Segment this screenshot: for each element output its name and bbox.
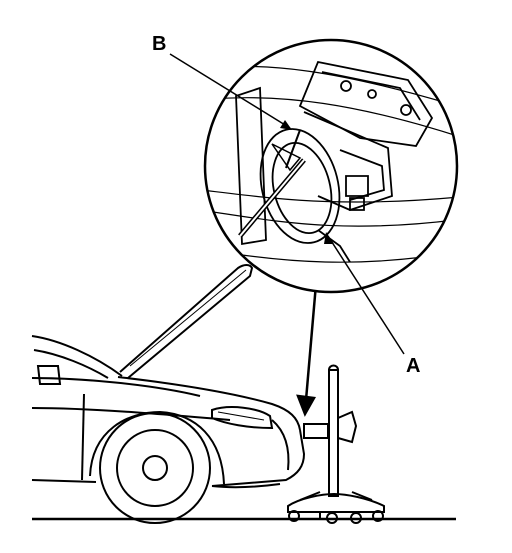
callout-label-b: B [152, 33, 167, 55]
detail-circle [205, 40, 457, 292]
raised-hood [120, 265, 252, 378]
screwdriver-tool [240, 130, 304, 236]
detail-pointer-arrow [298, 284, 316, 414]
leader-line-b [170, 54, 290, 128]
car-headlight [212, 407, 272, 428]
detail-contents [200, 62, 470, 262]
headlight-aimer-stand [288, 366, 384, 524]
leader-arrowhead-b [280, 120, 292, 130]
front-wheel [100, 413, 210, 523]
callout-label-a: A [406, 355, 421, 377]
car-body [32, 336, 304, 487]
leader-arrowhead-a [324, 232, 334, 244]
leader-line-a [328, 236, 404, 354]
